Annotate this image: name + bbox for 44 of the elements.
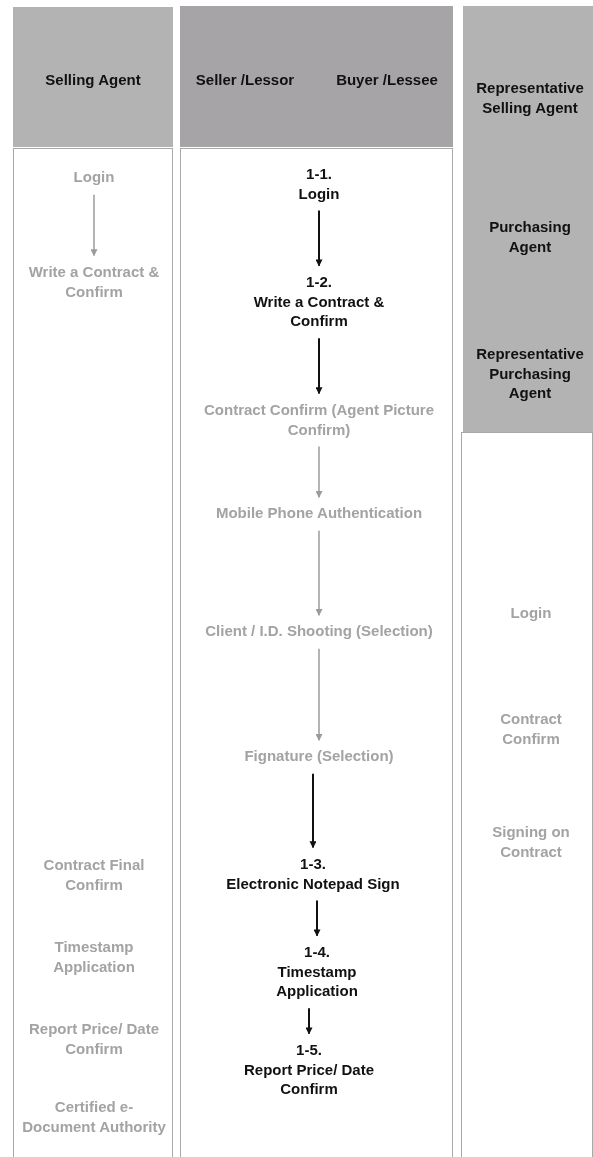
step-label: Write a Contract & Confirm xyxy=(19,261,169,301)
step-label: Contract Confirm (Agent Picture Confirm) xyxy=(189,399,449,439)
step-label: Login xyxy=(19,167,169,187)
step-label: Electronic Notepad Sign xyxy=(226,873,400,893)
step-label: Login xyxy=(298,183,340,203)
lane-box xyxy=(13,148,173,1157)
step-number: 1-5. xyxy=(296,1039,322,1060)
header-band xyxy=(463,6,593,432)
column-heading: Purchasing Agent xyxy=(488,216,572,256)
arrow xyxy=(315,209,323,267)
arrow xyxy=(315,530,323,616)
step-label: Signing on Contract xyxy=(471,821,591,861)
step-number: 1-4. xyxy=(304,941,330,962)
step-label: Write a Contract & Confirm xyxy=(252,291,386,331)
lane-box xyxy=(180,148,453,1157)
step-label: Report Price/ Date Confirm xyxy=(19,1018,169,1058)
step-label: Contract Final Confirm xyxy=(19,854,169,894)
step-label: Client / I.D. Shooting (Selection) xyxy=(189,621,449,641)
step-label: Fignature (Selection) xyxy=(219,746,419,766)
column-heading: Buyer /Lessee xyxy=(335,70,439,90)
column-heading: Selling Agent xyxy=(44,70,142,90)
arrow xyxy=(315,337,323,395)
arrow xyxy=(90,194,98,257)
lane-box xyxy=(461,432,593,1157)
step-number: 1-1. xyxy=(306,163,332,183)
step-label: Timestamp Application xyxy=(19,936,169,976)
arrow xyxy=(309,772,317,849)
arrow xyxy=(305,1007,313,1035)
step-number: 1-2. xyxy=(306,271,332,292)
step-label: Report Price/ Date Confirm xyxy=(242,1059,375,1099)
header-band xyxy=(180,6,453,147)
column-heading: Seller /Lessor xyxy=(194,70,296,90)
column-heading: Representative Selling Agent xyxy=(476,77,584,117)
step-label: Mobile Phone Authentication xyxy=(185,503,453,523)
step-label: Contract Confirm xyxy=(471,708,591,748)
step-label: Certified e-Document Authority xyxy=(19,1096,169,1136)
step-label: Login xyxy=(471,603,591,623)
column-heading: Representative Purchasing Agent xyxy=(476,343,584,403)
arrow xyxy=(315,445,323,498)
arrow xyxy=(315,648,323,741)
header-band xyxy=(13,7,173,147)
step-label: Timestamp Application xyxy=(275,961,359,1001)
arrow xyxy=(313,899,321,937)
step-number: 1-3. xyxy=(300,853,326,873)
